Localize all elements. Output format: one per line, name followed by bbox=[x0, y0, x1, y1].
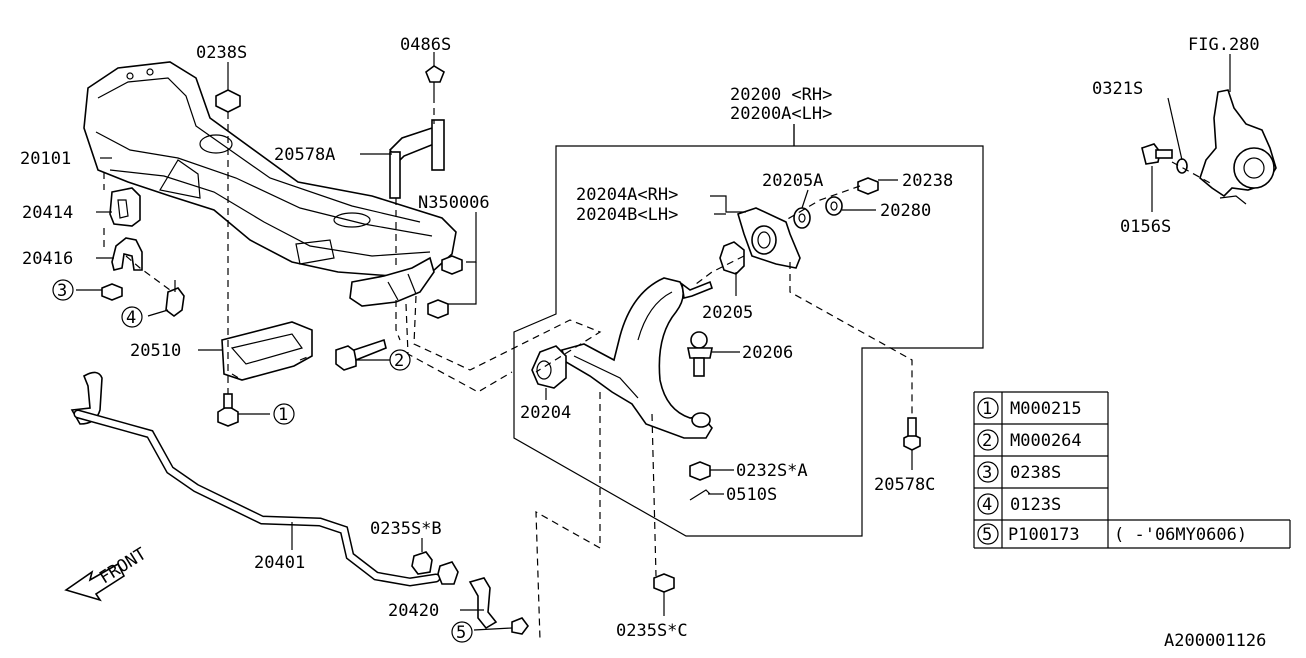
svg-text:5: 5 bbox=[456, 623, 466, 643]
stabilizer-bar-drawing bbox=[70, 371, 459, 587]
label-20200-rh: 20200 <RH> bbox=[730, 85, 832, 105]
svg-text:3: 3 bbox=[982, 463, 992, 483]
leader-lines bbox=[76, 52, 1231, 631]
label-n350006: N350006 bbox=[418, 193, 490, 213]
bolt-20578c-drawing bbox=[903, 417, 921, 451]
pin-0510s-drawing bbox=[689, 489, 711, 501]
nut-3-drawing bbox=[101, 283, 123, 301]
svg-text:1: 1 bbox=[982, 399, 992, 419]
bolt-0486s-drawing bbox=[425, 65, 445, 96]
knuckle-drawing bbox=[1199, 89, 1277, 205]
legend-row-5: 5 P100173 ( -'06MY0606) bbox=[977, 523, 1247, 545]
label-0321s: 0321S bbox=[1092, 79, 1143, 99]
label-20578a: 20578A bbox=[274, 145, 335, 165]
svg-text:0123S: 0123S bbox=[1010, 495, 1061, 515]
svg-text:1: 1 bbox=[278, 405, 288, 425]
svg-text:2: 2 bbox=[982, 431, 992, 451]
callout-5: 5 bbox=[451, 621, 473, 643]
bolt-4-drawing bbox=[165, 280, 185, 317]
callout-3: 3 bbox=[52, 279, 74, 301]
svg-text:4: 4 bbox=[982, 495, 992, 515]
crossmember-drawing bbox=[83, 61, 457, 307]
svg-text:M000215: M000215 bbox=[1010, 399, 1082, 419]
dashed-lines bbox=[103, 96, 1213, 641]
label-fig280: FIG.280 bbox=[1188, 35, 1260, 55]
legend-table: 1 M000215 2 M000264 3 0238S 4 0123S 5 P1… bbox=[973, 391, 1291, 549]
svg-text:2: 2 bbox=[394, 351, 404, 371]
legend-row-2: 2 M000264 bbox=[977, 429, 1082, 451]
label-20205: 20205 bbox=[702, 303, 753, 323]
svg-text:3: 3 bbox=[57, 281, 67, 301]
nuts-n350006-drawing bbox=[427, 255, 463, 319]
label-20205a: 20205A bbox=[762, 171, 823, 191]
label-0486s: 0486S bbox=[400, 35, 451, 55]
legend-row-4: 4 0123S bbox=[977, 493, 1061, 515]
nut-0238s-top-drawing bbox=[215, 89, 241, 113]
bracket-20204-drawing bbox=[737, 207, 801, 269]
svg-text:( -'06MY0606): ( -'06MY0606) bbox=[1114, 525, 1247, 545]
label-0238s-top: 0238S bbox=[196, 43, 247, 63]
label-front: FRONT bbox=[96, 544, 150, 588]
lower-arm-drawing bbox=[531, 277, 713, 439]
label-20416: 20416 bbox=[22, 249, 73, 269]
svg-text:0238S: 0238S bbox=[1010, 463, 1061, 483]
plate-20510-drawing bbox=[221, 321, 313, 381]
bracket-20416-drawing bbox=[111, 237, 143, 271]
washer-20280-drawing bbox=[825, 196, 843, 216]
label-0156s: 0156S bbox=[1120, 217, 1171, 237]
diagram-id: A200001126 bbox=[1164, 631, 1266, 651]
callout-1: 1 bbox=[273, 403, 295, 425]
label-20204a-rh: 20204A<RH> bbox=[576, 185, 678, 205]
label-0232sa: 0232S*A bbox=[736, 461, 808, 481]
label-20204b-lh: 20204B<LH> bbox=[576, 205, 678, 225]
label-20204: 20204 bbox=[520, 403, 571, 423]
label-0235sc: 0235S*C bbox=[616, 621, 688, 641]
legend-row-3: 3 0238S bbox=[977, 461, 1061, 483]
front-arrow-icon bbox=[64, 562, 126, 602]
bracket-20578a-drawing bbox=[388, 119, 445, 199]
legend-row-1: 1 M000215 bbox=[977, 397, 1082, 419]
label-20420: 20420 bbox=[388, 601, 439, 621]
label-20510: 20510 bbox=[130, 341, 181, 361]
label-20401: 20401 bbox=[254, 553, 305, 573]
label-20206: 20206 bbox=[742, 343, 793, 363]
callout-2: 2 bbox=[389, 349, 411, 371]
nut-20238-drawing bbox=[857, 177, 879, 195]
label-20101: 20101 bbox=[20, 149, 71, 169]
label-0235sb: 0235S*B bbox=[370, 519, 442, 539]
washer-0321s-drawing bbox=[1176, 158, 1188, 174]
label-20578c: 20578C bbox=[874, 475, 935, 495]
bolt-0156s-drawing bbox=[1141, 143, 1173, 165]
bolt-1-drawing bbox=[217, 393, 239, 427]
bushing-20414-drawing bbox=[109, 187, 141, 227]
bushing-20205-drawing bbox=[719, 241, 745, 275]
label-20414: 20414 bbox=[22, 203, 73, 223]
ball-joint-20206-drawing bbox=[687, 331, 713, 377]
nut-0235sc-drawing bbox=[653, 573, 675, 593]
label-20280: 20280 bbox=[880, 201, 931, 221]
lower-arm-group-outline bbox=[513, 145, 984, 537]
svg-text:M000264: M000264 bbox=[1010, 431, 1082, 451]
svg-text:5: 5 bbox=[982, 525, 992, 545]
svg-text:P100173: P100173 bbox=[1008, 525, 1080, 545]
label-20200a-lh: 20200A<LH> bbox=[730, 104, 832, 124]
bolt-2-drawing bbox=[335, 338, 387, 371]
label-0510s: 0510S bbox=[726, 485, 777, 505]
label-20238: 20238 bbox=[902, 171, 953, 191]
callouts: 3 4 1 2 5 bbox=[52, 279, 473, 643]
svg-text:4: 4 bbox=[126, 308, 136, 328]
nut-0232s-drawing bbox=[689, 461, 711, 481]
link-20420-drawing bbox=[468, 577, 529, 635]
callout-4: 4 bbox=[121, 306, 143, 328]
